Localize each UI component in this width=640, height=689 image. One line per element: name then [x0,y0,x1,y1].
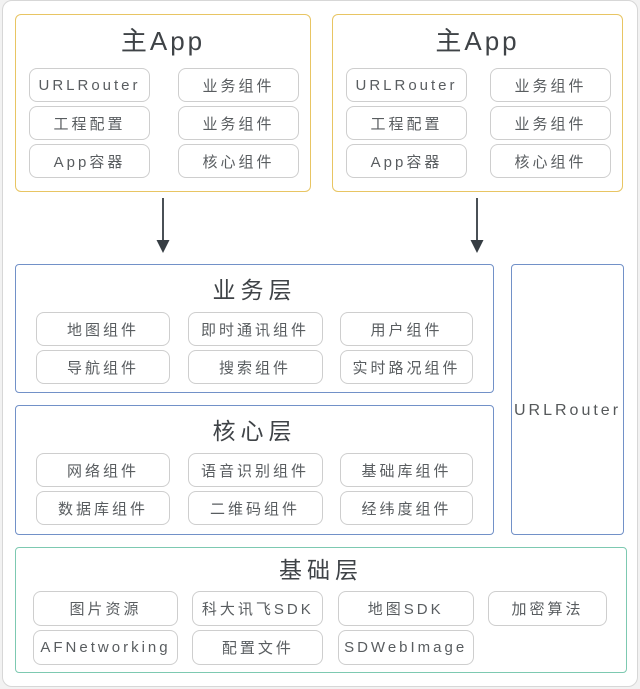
base-layer-chip-grid: 图片资源 科大讯飞SDK 地图SDK 加密算法 AFNetworking 配置文… [16,584,626,665]
main-app-chip-grid: URLRouter 业务组件 工程配置 业务组件 App容器 核心组件 [333,58,622,178]
core-layer-box: 核心层 网络组件 语音识别组件 基础库组件 数据库组件 二维码组件 经纬度组件 [15,405,494,535]
business-layer-title: 业务层 [212,277,297,303]
component-chip: 用户组件 [340,312,473,346]
component-chip: 业务组件 [490,68,611,102]
component-chip: 核心组件 [178,144,299,178]
arrow-down-icon [156,198,170,253]
business-layer-box: 业务层 地图组件 即时通讯组件 用户组件 导航组件 搜索组件 实时路况组件 [15,264,494,393]
urlrouter-panel-label: URLRouter [513,401,622,419]
component-chip: 二维码组件 [187,491,323,525]
main-app-title: 主App [120,26,206,56]
component-chip: 实时路况组件 [340,350,473,384]
main-app-title: 主App [435,26,520,56]
component-chip: URLRouter [29,68,150,102]
component-chip: SDWebImage [337,630,474,665]
component-chip: 网络组件 [36,453,170,487]
main-app-box-right: 主App URLRouter 业务组件 工程配置 业务组件 App容器 核心组件 [332,14,623,192]
component-chip: 核心组件 [490,144,611,178]
component-chip: App容器 [29,144,150,178]
component-chip: 即时通讯组件 [187,312,323,346]
main-app-box-left: 主App URLRouter 业务组件 工程配置 业务组件 App容器 核心组件 [15,14,311,192]
component-chip: 配置文件 [192,630,324,665]
core-layer-title: 核心层 [212,418,297,444]
component-chip: 业务组件 [490,106,611,140]
component-chip: 工程配置 [29,106,150,140]
core-layer-chip-grid: 网络组件 语音识别组件 基础库组件 数据库组件 二维码组件 经纬度组件 [16,445,493,525]
base-layer-title: 基础层 [279,557,363,583]
component-chip: 科大讯飞SDK [192,591,324,626]
base-layer-box: 基础层 图片资源 科大讯飞SDK 地图SDK 加密算法 AFNetworking… [15,547,627,673]
component-chip: 图片资源 [33,591,178,626]
component-chip: AFNetworking [33,630,178,665]
business-layer-chip-grid: 地图组件 即时通讯组件 用户组件 导航组件 搜索组件 实时路况组件 [16,304,493,384]
component-chip: URLRouter [346,68,467,102]
component-chip: 地图SDK [337,591,474,626]
arrow-down-icon [470,198,484,253]
component-chip: 经纬度组件 [340,491,473,525]
component-chip: 数据库组件 [36,491,170,525]
urlrouter-panel: URLRouter [511,264,624,535]
component-chip: 导航组件 [36,350,170,384]
main-app-chip-grid: URLRouter 业务组件 工程配置 业务组件 App容器 核心组件 [16,58,310,178]
component-chip: 基础库组件 [340,453,473,487]
component-chip: 语音识别组件 [187,453,323,487]
component-chip: 地图组件 [36,312,170,346]
component-chip: 工程配置 [346,106,467,140]
component-chip: App容器 [346,144,467,178]
component-chip: 搜索组件 [187,350,323,384]
component-chip: 业务组件 [178,68,299,102]
component-chip: 加密算法 [487,591,607,626]
component-chip: 业务组件 [178,106,299,140]
